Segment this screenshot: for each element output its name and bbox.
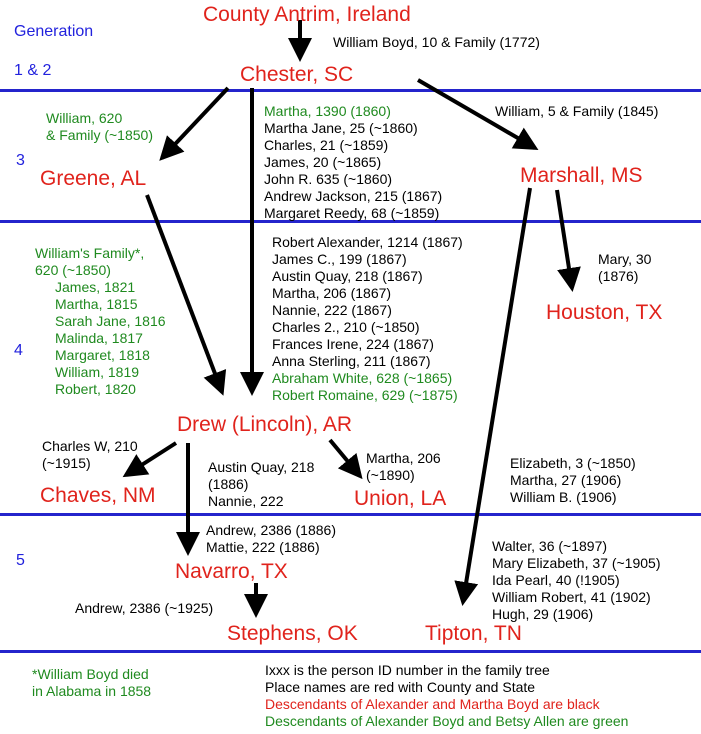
generation-3: 3	[16, 152, 25, 169]
list-item: Robert Romaine, 629 (~1875)	[272, 387, 458, 403]
generation-1-2: 1 & 2	[14, 62, 52, 79]
label-charles-w: Charles W, 210 (~1915)	[42, 438, 138, 472]
divider-3	[0, 513, 701, 516]
label-line: Martha, 206	[366, 450, 441, 466]
list-item: James, 20 (~1865)	[264, 154, 382, 170]
generation-5: 5	[16, 552, 25, 569]
arrow-chester-marshall	[416, 78, 539, 151]
generation-4: 4	[14, 342, 23, 359]
list-drew: Robert Alexander, 1214 (1867) James C., …	[272, 234, 463, 404]
list-chester: Martha, 1390 (1860) Martha Jane, 25 (~18…	[264, 103, 442, 222]
label-line: Nannie, 222	[208, 493, 284, 509]
label-andrew-1925: Andrew, 2386 (~1925)	[75, 600, 214, 616]
label-william-620: William, 620 & Family (~1850)	[46, 110, 153, 144]
label-line: & Family (~1850)	[46, 127, 153, 143]
place-chaves: Chaves, NM	[40, 484, 156, 507]
list-williams-family: William's Family*, 620 (~1850) James, 18…	[35, 245, 166, 398]
label-martha-206: Martha, 206 (~1890)	[366, 450, 441, 484]
list-item: Margaret Reedy, 68 (~1859)	[264, 205, 440, 221]
legend-item: Descendants of Alexander Boyd and Betsy …	[265, 713, 629, 729]
list-item: Martha, 1390 (1860)	[264, 103, 391, 119]
list-item: Frances Irene, 224 (1867)	[272, 336, 434, 352]
list-item: Martha, 27 (1906)	[510, 472, 622, 488]
list-item: William, 1819	[55, 364, 140, 380]
list-item: Anna Sterling, 211 (1867)	[272, 353, 431, 369]
list-item: Mary Elizabeth, 37 (~1905)	[492, 555, 661, 571]
label-william-boyd: William Boyd, 10 & Family (1772)	[333, 34, 540, 50]
list-item: Andrew, 2386 (1886)	[206, 522, 336, 538]
list-walter: Walter, 36 (~1897) Mary Elizabeth, 37 (~…	[492, 538, 660, 623]
arrow-drew-chaves	[122, 441, 178, 478]
list-item: Malinda, 1817	[55, 330, 143, 346]
label-line: Mary, 30	[598, 251, 652, 267]
list-elizabeth: Elizabeth, 3 (~1850) Martha, 27 (1906) W…	[510, 455, 636, 506]
label-austin-quay: Austin Quay, 218 (1886) Nannie, 222	[208, 459, 314, 510]
list-andrew-mattie: Andrew, 2386 (1886) Mattie, 222 (1886)	[206, 522, 336, 556]
divider-1	[0, 89, 701, 92]
list-item: Charles, 21 (~1859)	[264, 137, 389, 153]
list-item: Margaret, 1818	[55, 347, 150, 363]
legend-item: Place names are red with County and Stat…	[265, 679, 536, 695]
place-antrim: County Antrim, Ireland	[203, 3, 411, 26]
list-item: Nannie, 222 (1867)	[272, 302, 392, 318]
list-item: Mattie, 222 (1886)	[206, 539, 320, 555]
divider-4	[0, 650, 701, 653]
list-item: Martha Jane, 25 (~1860)	[264, 120, 418, 136]
label-line: *William Boyd died	[32, 666, 149, 682]
list-item: Ida Pearl, 40 (!1905)	[492, 572, 620, 588]
label-william-5: William, 5 & Family (1845)	[495, 103, 659, 119]
list-item: Robert Alexander, 1214 (1867)	[272, 234, 463, 250]
label-line: (~1915)	[42, 455, 91, 471]
label-line: (1876)	[598, 268, 639, 284]
arrow-drew-union	[328, 438, 363, 480]
list-item: Hugh, 29 (1906)	[492, 606, 594, 622]
list-item: William's Family*,	[35, 245, 145, 261]
label-line: in Alabama in 1858	[32, 683, 152, 699]
list-item: Robert, 1820	[55, 381, 136, 397]
list-item: Andrew Jackson, 215 (1867)	[264, 188, 443, 204]
place-marshall: Marshall, MS	[520, 164, 643, 187]
divider-2	[0, 220, 701, 223]
label-line: Austin Quay, 218	[208, 459, 315, 475]
list-item: John R. 635 (~1860)	[264, 171, 393, 187]
arrow-greene-drew	[145, 194, 227, 396]
list-item: James C., 199 (1867)	[272, 251, 407, 267]
list-item: Sarah Jane, 1816	[55, 313, 166, 329]
place-tipton: Tipton, TN	[425, 622, 522, 645]
list-item: James, 1821	[55, 279, 136, 295]
place-stephens: Stephens, OK	[227, 622, 358, 645]
list-item: Abraham White, 628 (~1865)	[272, 370, 453, 386]
legend: Ixxx is the person ID number in the fami…	[265, 662, 628, 730]
arrow-marshall-houston	[555, 189, 581, 292]
list-item: William B. (1906)	[510, 489, 617, 505]
place-chester: Chester, SC	[240, 63, 354, 86]
list-item: Martha, 206 (1867)	[272, 285, 392, 301]
list-item: Walter, 36 (~1897)	[492, 538, 608, 554]
footnote-william-died: *William Boyd died in Alabama in 1858	[32, 666, 151, 700]
legend-item: Ixxx is the person ID number in the fami…	[265, 662, 550, 678]
list-item: William Robert, 41 (1902)	[492, 589, 651, 605]
place-houston: Houston, TX	[546, 301, 663, 324]
list-item: 620 (~1850)	[35, 262, 111, 278]
generation-title: Generation	[14, 23, 94, 40]
list-item: Elizabeth, 3 (~1850)	[510, 455, 636, 471]
place-greene: Greene, AL	[40, 167, 147, 190]
list-item: Martha, 1815	[55, 296, 138, 312]
label-line: (~1890)	[366, 467, 415, 483]
legend-item: Descendants of Alexander and Martha Boyd…	[265, 696, 600, 712]
arrow-marshall-tipton	[454, 187, 532, 606]
label-mary: Mary, 30 (1876)	[598, 251, 651, 285]
place-drew: Drew (Lincoln), AR	[177, 413, 353, 436]
label-line: Charles W, 210	[42, 438, 138, 454]
list-item: Charles 2., 210 (~1850)	[272, 319, 420, 335]
list-item: Austin Quay, 218 (1867)	[272, 268, 423, 284]
place-navarro: Navarro, TX	[175, 560, 288, 583]
place-union: Union, LA	[354, 487, 447, 510]
label-line: (1886)	[208, 476, 249, 492]
arrow-chester-greene	[159, 86, 230, 161]
label-line: William, 620	[46, 110, 123, 126]
